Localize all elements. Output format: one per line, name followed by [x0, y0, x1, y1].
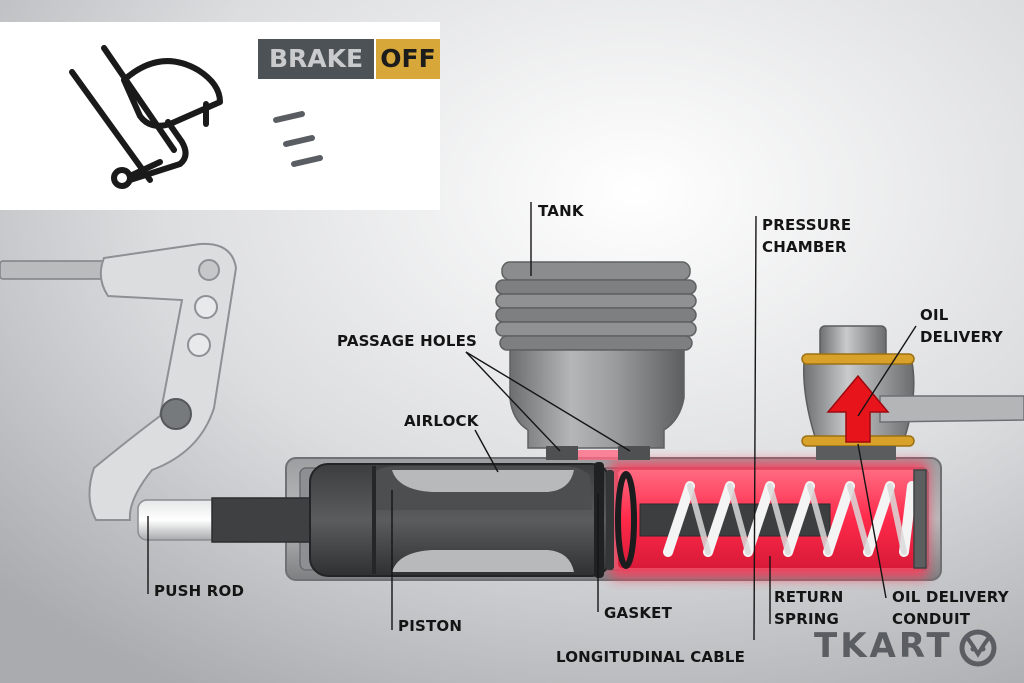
- pedal-lever: [88, 242, 238, 521]
- label-longitudinal-cable: LONGITUDINAL CABLE: [556, 648, 746, 666]
- label-gasket: GASKET: [604, 604, 673, 622]
- piston: [309, 463, 611, 577]
- label-tank: TANK: [538, 202, 584, 220]
- tank: [495, 261, 697, 460]
- brake-indicator-panel: [0, 22, 440, 210]
- cat-face-icon: [959, 629, 997, 667]
- left-cable: [0, 260, 113, 280]
- brake-label: BRAKE: [258, 39, 374, 79]
- brake-state-badge: OFF: [376, 39, 440, 79]
- leader-lines: [147, 202, 917, 641]
- label-oil-delivery: OIL DELIVERY: [920, 306, 1003, 346]
- return-spring: [663, 481, 917, 557]
- label-return-spring: RETURN SPRING: [774, 588, 844, 628]
- label-passage-holes: PASSAGE HOLES: [337, 332, 478, 350]
- pedal-foot-icon: [69, 45, 323, 189]
- label-oil-delivery-conduit: OIL DELIVERY CONDUIT: [892, 588, 1009, 628]
- label-pressure-chamber: PRESSURE CHAMBER: [762, 216, 852, 256]
- label-piston: PISTON: [398, 617, 463, 635]
- label-push-rod: PUSH ROD: [154, 582, 245, 600]
- label-airlock: AIRLOCK: [404, 412, 479, 430]
- brand-logo: TKART: [814, 626, 953, 666]
- gasket: [594, 462, 637, 578]
